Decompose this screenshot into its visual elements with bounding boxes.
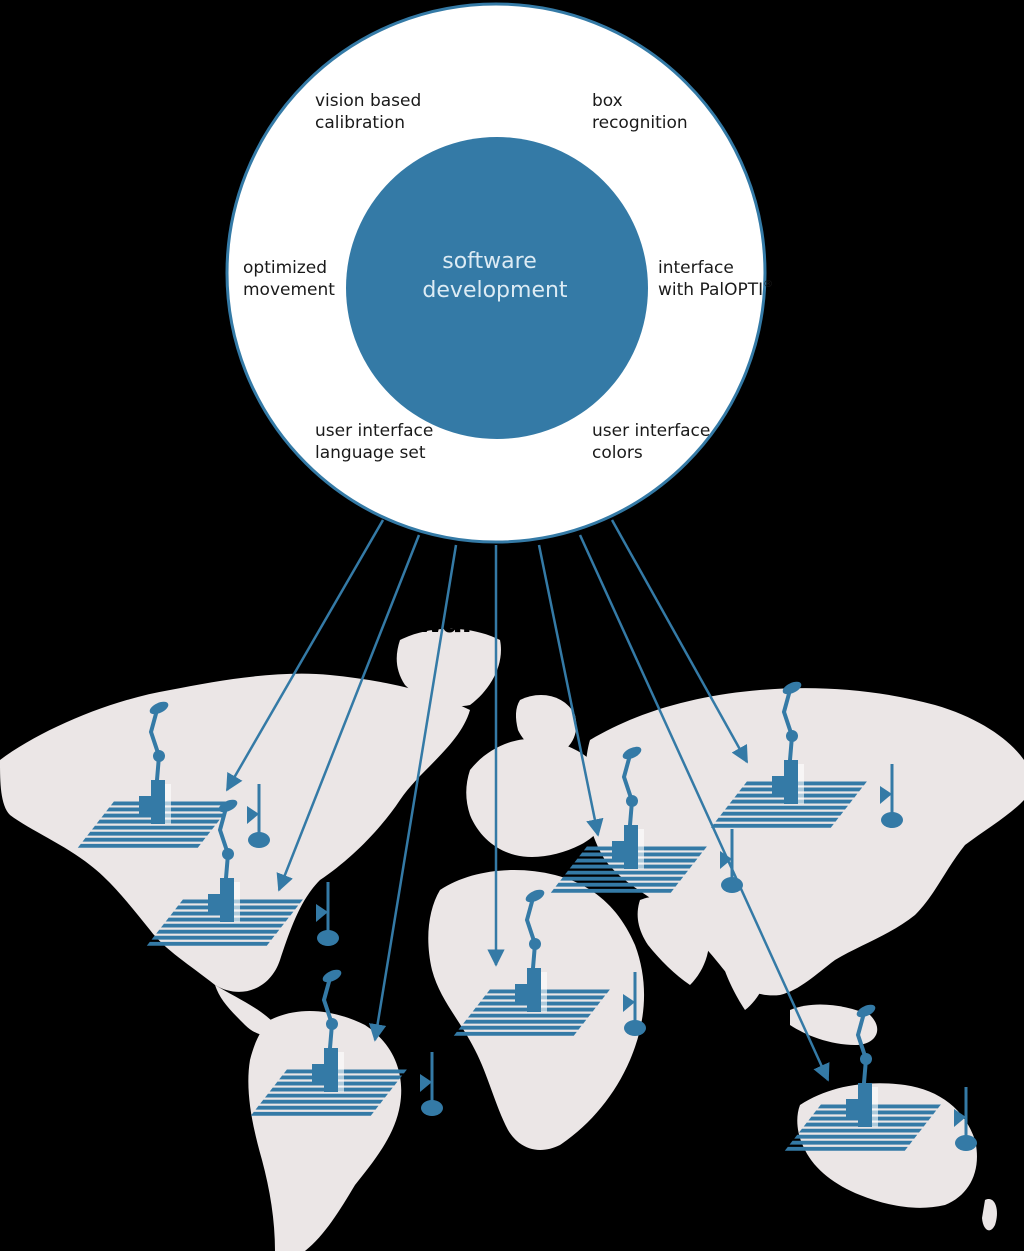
feature-box-recognition: box recognition <box>592 91 688 133</box>
software-updates-title: software updates <box>354 605 635 640</box>
feature-line1: vision based <box>315 91 421 111</box>
arrow-icon <box>368 544 458 1042</box>
feature-line2: calibration <box>315 113 405 133</box>
arrow-icon <box>276 534 421 892</box>
feature-optimized-movement: optimized movement <box>243 258 335 300</box>
feature-line1: optimized <box>243 258 327 278</box>
registered-mark: ® <box>763 279 773 290</box>
feature-line1: user interface <box>315 421 433 441</box>
feature-line2: colors <box>592 443 643 463</box>
feature-line1: interface <box>658 258 734 278</box>
center-label-line1: software <box>442 249 536 274</box>
feature-line2: recognition <box>592 113 688 133</box>
feature-line1: user interface <box>592 421 710 441</box>
arrow-icon <box>537 544 604 837</box>
feature-ui-colors: user interface colors <box>592 421 716 463</box>
arrow-icon <box>578 534 830 1082</box>
feature-line1: box <box>592 91 623 111</box>
center-label: software development <box>422 249 568 303</box>
feature-line2: language set <box>315 443 426 463</box>
feature-line2: movement <box>243 280 335 300</box>
update-arrows <box>225 519 830 1082</box>
feature-line2: with PalOPTI <box>658 280 763 300</box>
feature-vision-calibration: vision based calibration <box>315 91 427 133</box>
feature-language-set: user interface language set <box>315 421 439 463</box>
arrow-icon <box>610 519 749 764</box>
arrow-icon <box>225 519 385 792</box>
feature-interface-palopti: interface with PalOPTI® <box>658 258 773 300</box>
center-circle <box>346 137 648 439</box>
center-label-line2: development <box>422 278 568 303</box>
world-map <box>0 628 1024 1251</box>
